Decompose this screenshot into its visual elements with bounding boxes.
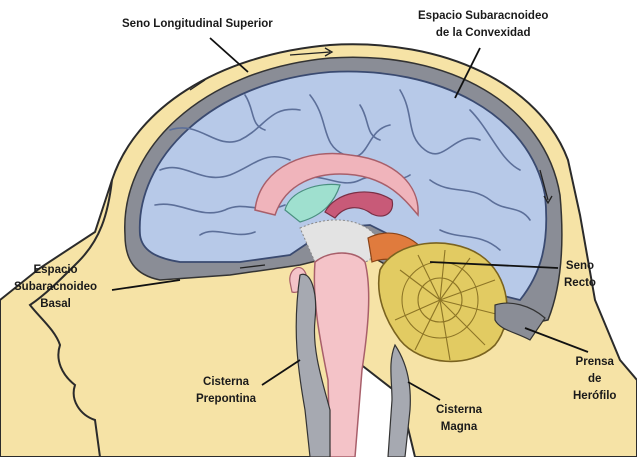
label-cisterna-prepontina: Cisterna Prepontina [196, 374, 256, 408]
label-espacio-subaracnoideo-basal: Espacio Subaracnoideo Basal [14, 262, 97, 313]
label-espacio-subaracnoideo-convexidad: Espacio Subaracnoideo de la Convexidad [418, 8, 548, 42]
label-seno-longitudinal-superior: Seno Longitudinal Superior [122, 16, 273, 33]
label-prensa-de-herofilo: Prensa de Herófilo [573, 354, 616, 405]
label-seno-recto: Seno Recto [564, 258, 596, 292]
label-cisterna-magna: Cisterna Magna [436, 402, 482, 436]
leader-seno-longitudinal [210, 38, 248, 72]
